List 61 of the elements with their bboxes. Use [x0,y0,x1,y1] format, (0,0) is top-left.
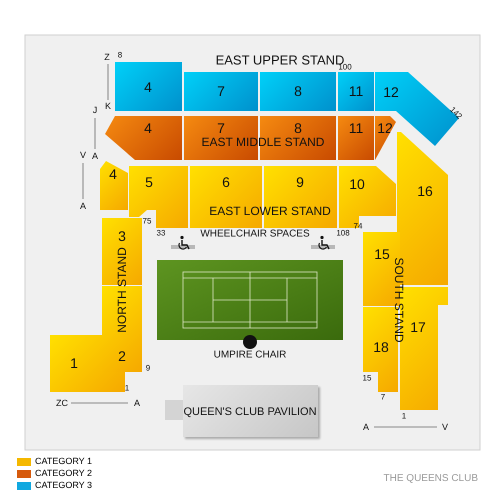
section-number: 11 [348,83,364,99]
section-number: 10 [349,176,365,192]
row-letter: Z [104,52,110,62]
section-number: 9 [296,174,304,190]
section-number: 7 [217,120,225,136]
section-number: 16 [417,183,433,199]
row-letter: ZC [56,398,68,408]
section-number: 18 [373,339,389,355]
stand-name: SOUTH STAND [392,257,406,343]
row-letter: K [105,101,111,111]
pavilion-building [183,385,318,437]
area-label: WHEELCHAIR SPACES [200,228,310,240]
row-letter: A [134,398,140,408]
section-number: 11 [348,120,364,136]
section-number: 12 [383,84,399,100]
section-number: 6 [222,174,230,190]
section-number: 12 [377,120,393,136]
section-number: 5 [145,174,153,190]
seat-number: 100 [338,62,352,72]
section-number: 17 [410,319,426,335]
chair-label: UMPIRE CHAIR [214,350,286,360]
seat-number: 15 [362,374,372,382]
row-letter: V [442,422,448,432]
seating-section [115,62,182,111]
seating-section [102,218,142,285]
seat-number: 75 [142,216,152,226]
section-number: 8 [294,83,302,99]
seat-number: 7 [380,392,386,402]
section-number: 8 [294,120,302,136]
seat-number: 33 [156,228,166,238]
section-number: 4 [109,166,117,182]
seating-section [184,72,258,111]
legend-label: CATEGORY 1 [35,456,92,466]
section-number: 7 [217,83,225,99]
section-number: 1 [70,355,78,371]
seat-number: 1 [124,384,130,392]
seat-number: 142 [448,105,464,121]
section-number: 3 [118,228,126,244]
seat-number: 8 [118,50,122,60]
venue-title: THE QUEENS CLUB [384,473,478,484]
legend-label: CATEGORY 2 [35,468,92,478]
seat-number: 1 [402,412,406,420]
seating-section [102,286,142,372]
section-number: 4 [144,79,152,95]
seating-section [338,72,374,111]
seat-number: 108 [336,228,350,238]
stand-name: NORTH STAND [115,247,129,333]
seating-section [338,116,374,160]
row-letter: V [80,150,86,160]
building-name: QUEEN'S CLUB PAVILION [183,406,317,418]
seating-section [129,166,188,228]
row-letter: J [92,105,98,115]
row-letter: A [92,151,98,161]
seating-section [260,72,336,111]
section-number: 15 [374,246,390,262]
row-letter: A [80,201,86,211]
seat-number: 9 [146,364,150,372]
section-number: 2 [118,348,126,364]
legend-label: CATEGORY 3 [35,480,92,490]
row-letter: A [363,422,369,432]
section-number: 4 [144,120,152,136]
